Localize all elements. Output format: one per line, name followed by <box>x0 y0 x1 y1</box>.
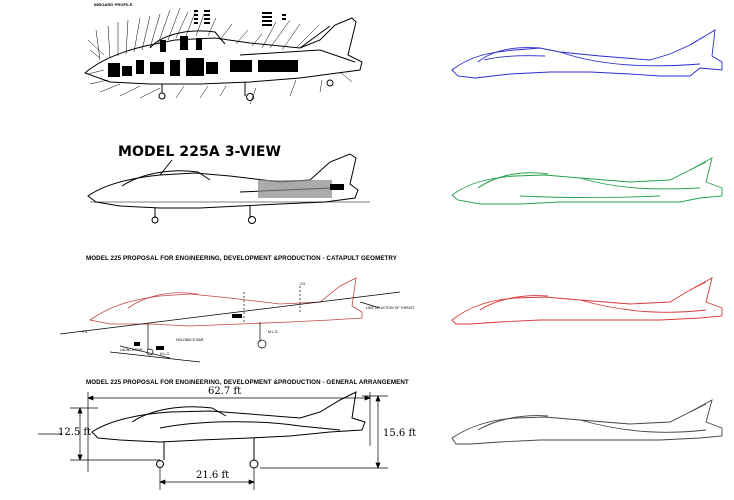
thrust-label: LINE OF ACTION OF THRUST <box>366 306 415 310</box>
row2-title: MODEL 225A 3-VIEW <box>118 144 282 160</box>
row3-title: MODEL 225 PROPOSAL FOR ENGINEERING, DEVE… <box>86 255 397 262</box>
fs-label: F.S. <box>82 330 89 334</box>
cg-label: CG <box>300 282 306 286</box>
row4-title: MODEL 225 PROPOSAL FOR ENGINEERING, DEVE… <box>86 379 409 386</box>
row4-drawing <box>38 391 388 490</box>
inboard-profile-drawing <box>84 7 363 105</box>
mlg-label: M.L.G. <box>268 330 279 334</box>
red-silhouette <box>451 277 723 325</box>
height-left-dimension: 12.5 ft <box>58 427 92 438</box>
length-dimension: 62.7 ft <box>208 386 242 397</box>
height-right-dimension: 15.6 ft <box>383 428 417 439</box>
launch-bar-label: LAUNCH BAR <box>120 348 143 352</box>
gray-silhouette <box>451 399 723 445</box>
green-silhouette <box>451 157 723 205</box>
wheelbase-dimension: 21.6 ft <box>196 470 230 481</box>
blue-silhouette <box>451 29 723 79</box>
row2-drawing <box>87 153 370 224</box>
row3-drawing <box>59 277 401 363</box>
holdback-label: HOLDBACK BAR <box>176 338 204 342</box>
nlg-label: N.L.G. <box>160 352 171 356</box>
inboard-profile-label: INBOARD PROFILE <box>94 2 133 7</box>
